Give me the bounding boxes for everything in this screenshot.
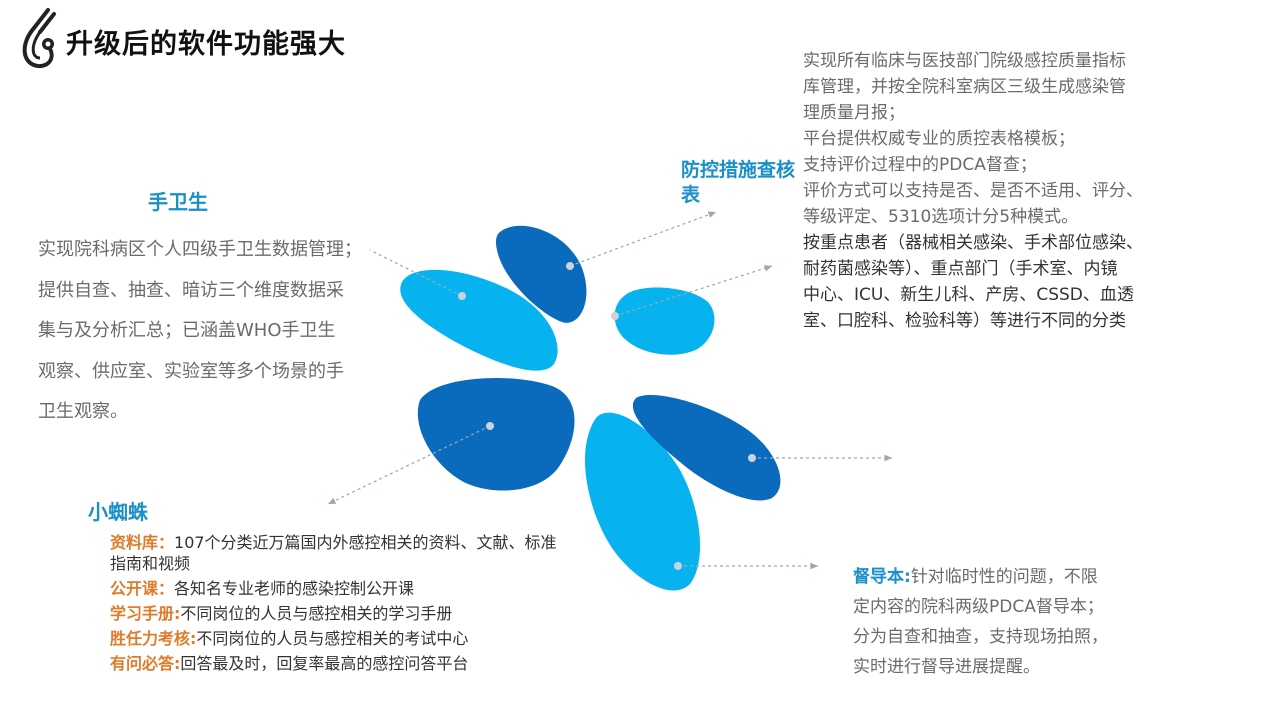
prevention-line: 评价方式可以支持是否、是否不适用、评分、 — [803, 181, 1143, 201]
list-item: 资料库：107个分类近万篇国内外感控相关的资料、文献、标准指南和视频 — [110, 532, 570, 574]
spider-item-text: 回答最及时，回复率最高的感控问答平台 — [180, 654, 469, 673]
list-item: 有问必答:回答最及时，回复率最高的感控问答平台 — [110, 653, 570, 674]
hand-hygiene-line: 观察、供应室、实验室等多个场景的手 — [38, 360, 344, 382]
spider-feature-list: 资料库：107个分类近万篇国内外感控相关的资料、文献、标准指南和视频 公开课：各… — [110, 532, 570, 678]
supervision-line: 分为自查和抽查，支持现场拍照， — [853, 627, 1108, 647]
spider-item-label: 资料库： — [110, 533, 175, 552]
prevention-heading-line: 表 — [681, 184, 701, 206]
spider-item-text: 各知名专业老师的感染控制公开课 — [174, 579, 415, 598]
hand-hygiene-line: 卫生观察。 — [38, 401, 128, 422]
supervision-line: 实时进行督导进展提醒。 — [853, 657, 1040, 677]
classification-line: 按重点患者（器械相关感染、手术部位感染、 — [803, 233, 1143, 253]
classification-line: 中心、ICU、新生儿科、产房、CSSD、血透 — [803, 285, 1134, 305]
spider-item-label: 胜任力考核: — [110, 629, 197, 648]
stethoscope-icon — [22, 8, 56, 69]
prevention-heading: 防控措施查核 表 — [681, 158, 795, 208]
list-item: 胜任力考核:不同岗位的人员与感控相关的考试中心 — [110, 628, 570, 649]
spider-item-text: 不同岗位的人员与感控相关的考试中心 — [196, 629, 469, 648]
supervision-description: 督导本:针对临时性的问题，不限 定内容的院科两级PDCA督导本； 分为自查和抽查… — [853, 562, 1153, 682]
supervision-first-line: 督导本:针对临时性的问题，不限 — [853, 562, 1153, 592]
classification-line: 耐药菌感染等）、重点部门（手术室、内镜 — [803, 259, 1118, 279]
prevention-line: 实现所有临床与医技部门院级感控质量指标 — [803, 51, 1126, 71]
spider-item-label: 公开课： — [110, 579, 175, 598]
supervision-label: 督导本: — [853, 567, 911, 587]
prevention-line: 平台提供权威专业的质控表格模板； — [803, 129, 1075, 149]
petal-bottom-light — [585, 412, 701, 591]
spider-item-text: 不同岗位的人员与感控相关的学习手册 — [180, 604, 453, 623]
hand-hygiene-line: 提供自查、抽查、暗访三个维度数据采 — [38, 279, 344, 301]
supervision-line: 针对临时性的问题，不限 — [910, 567, 1098, 587]
list-item: 学习手册:不同岗位的人员与感控相关的学习手册 — [110, 603, 570, 624]
petal-top-dark — [495, 225, 587, 323]
hand-hygiene-heading: 手卫生 — [148, 190, 208, 214]
prevention-line: 库管理，并按全院科室病区三级生成感染管 — [803, 77, 1126, 97]
prevention-line: 理质量月报； — [803, 103, 905, 123]
petal-right-small — [614, 287, 715, 355]
prevention-heading-line: 防控措施查核 — [681, 159, 796, 181]
list-item: 公开课：各知名专业老师的感染控制公开课 — [110, 578, 570, 599]
spider-item-label: 学习手册: — [110, 604, 181, 623]
prevention-description: 实现所有临床与医技部门院级感控质量指标 库管理，并按全院科室病区三级生成感染管 … — [803, 48, 1183, 334]
prevention-line: 等级评定、5310选项计分5种模式。 — [803, 207, 1079, 227]
spider-item-label: 有问必答: — [110, 654, 181, 673]
spider-heading: 小蜘蛛 — [88, 500, 148, 524]
classification-line: 室、口腔科、检验科等）等进行不同的分类 — [803, 311, 1126, 331]
hand-hygiene-line: 集与及分析汇总；已涵盖WHO手卫生 — [38, 320, 336, 341]
spider-item-text: 107个分类近万篇国内外感控相关的资料、文献、标准指南和视频 — [110, 533, 557, 573]
petal-left-light — [400, 269, 558, 371]
petal-center-dark — [417, 377, 575, 491]
page-title: 升级后的软件功能强大 — [66, 29, 346, 60]
hand-hygiene-description: 实现院科病区个人四级手卫生数据管理； 提供自查、抽查、暗访三个维度数据采 集与及… — [38, 230, 430, 433]
petal-right-dark — [632, 394, 781, 501]
prevention-line: 支持评价过程中的PDCA督查； — [803, 155, 1037, 175]
hand-hygiene-line: 实现院科病区个人四级手卫生数据管理； — [38, 239, 362, 260]
supervision-line: 定内容的院科两级PDCA督导本； — [853, 597, 1104, 617]
